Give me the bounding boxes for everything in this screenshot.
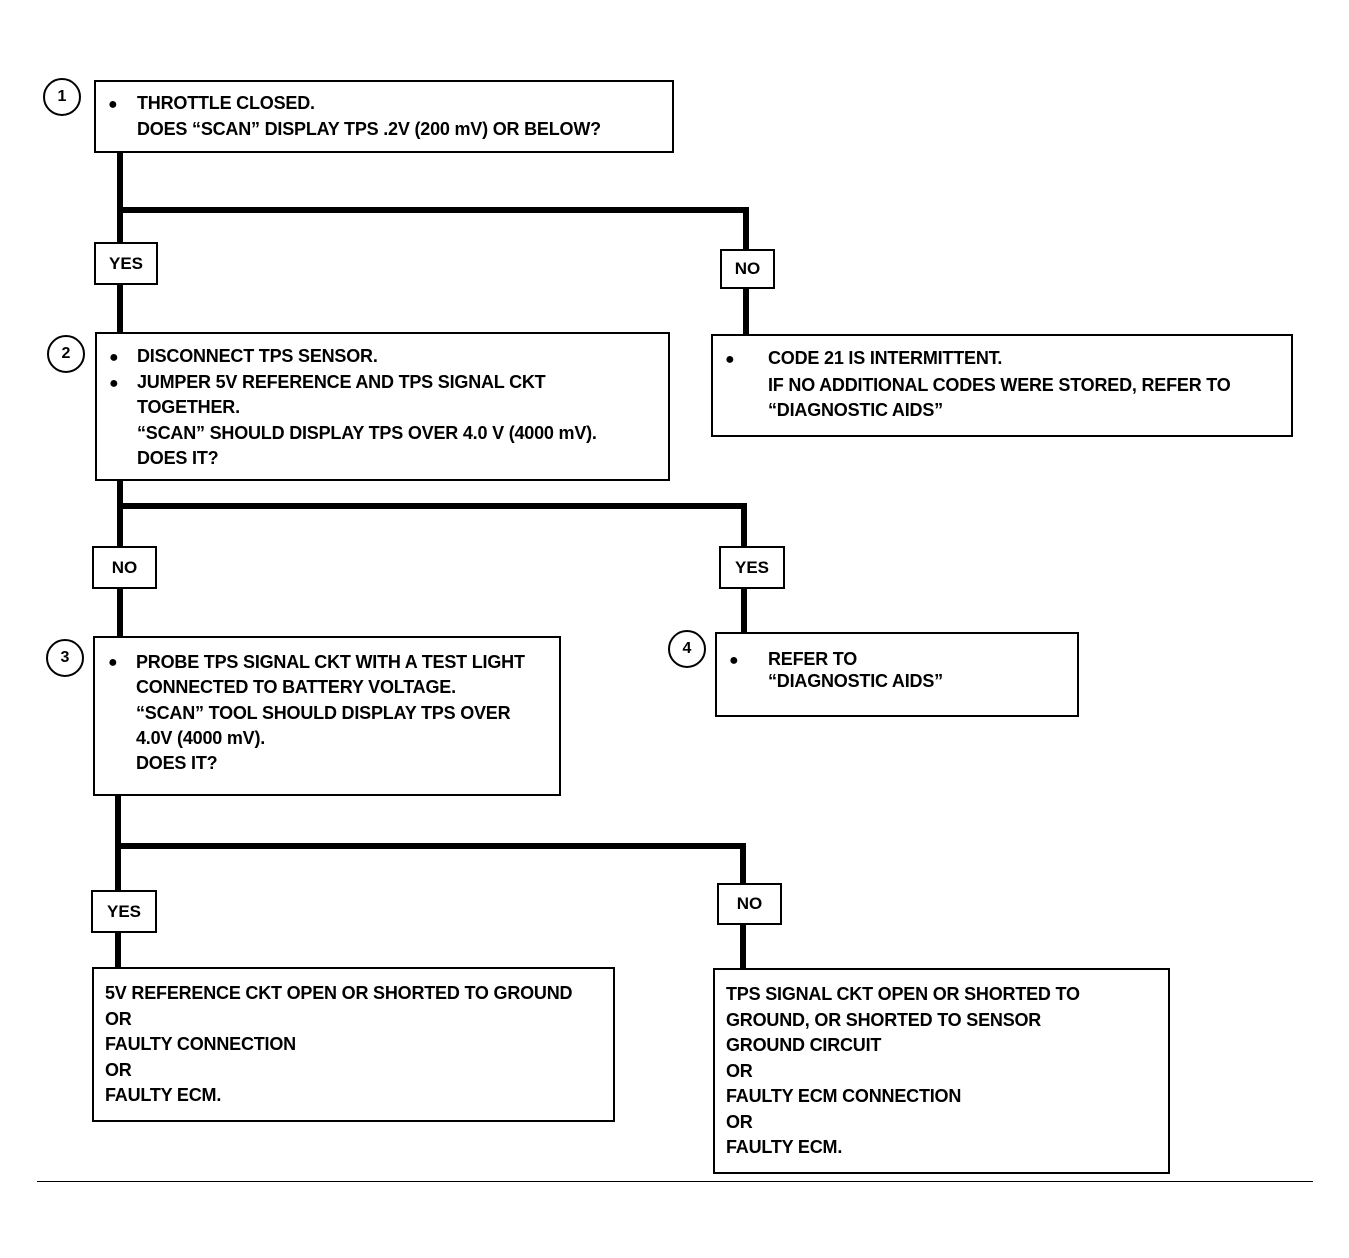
step-2-number: 2 [47,335,85,373]
outcome-line: GROUND, OR SHORTED TO SENSOR [726,1009,1042,1030]
bullet-icon: ● [109,375,119,392]
no-label: NO [720,249,775,289]
reference-fault-box: 5V REFERENCE CKT OPEN OR SHORTED TO GROU… [92,967,615,1122]
intermittent-box: ● CODE 21 IS INTERMITTENT. IF NO ADDITIO… [711,334,1293,437]
step-3-line: “SCAN” TOOL SHOULD DISPLAY TPS OVER [136,703,511,723]
step-4-line: “DIAGNOSTIC AIDS” [768,671,943,691]
step-3-line: PROBE TPS SIGNAL CKT WITH A TEST LIGHT [136,652,525,672]
outcome-line: FAULTY ECM. [726,1137,843,1157]
step-1-line: THROTTLE CLOSED. [137,93,315,113]
step-1-line: DOES “SCAN” DISPLAY TPS .2V (200 mV) OR … [137,119,601,139]
step-2-line: TOGETHER. [137,397,240,417]
outcome-line: FAULTY ECM CONNECTION [726,1086,962,1106]
step-3-box: ● PROBE TPS SIGNAL CKT WITH A TEST LIGHT… [93,636,561,796]
intermittent-line: CODE 21 IS INTERMITTENT. [768,348,1003,368]
step-4-box: ● REFER TO “DIAGNOSTIC AIDS” [715,632,1079,717]
step-3-line: 4.0V (4000 mV). [136,728,266,748]
outcome-line: TPS SIGNAL CKT OPEN OR SHORTED TO [726,984,1080,1004]
bullet-icon: ● [108,654,118,671]
step-2-box: ● ● DISCONNECT TPS SENSOR. JUMPER 5V REF… [95,332,670,481]
step-2-line: DOES IT? [137,448,219,468]
no-label: NO [92,546,157,589]
step-4-number: 4 [668,630,706,668]
outcome-line: FAULTY CONNECTION [105,1034,296,1054]
outcome-line: FAULTY ECM. [105,1085,222,1105]
outcome-line: OR [105,1059,132,1080]
step-1-number: 1 [43,78,81,116]
bullet-icon: ● [108,96,118,113]
signal-fault-box: TPS SIGNAL CKT OPEN OR SHORTED TO GROUND… [713,968,1170,1174]
intermittent-line: IF NO ADDITIONAL CODES WERE STORED, REFE… [768,375,1231,395]
step-3-number: 3 [46,639,84,677]
step-3-line: DOES IT? [136,753,218,773]
step-2-line: “SCAN” SHOULD DISPLAY TPS OVER 4.0 V (40… [137,423,597,443]
yes-label: YES [94,242,158,285]
bullet-icon: ● [729,652,739,669]
outcome-line: OR [105,1008,132,1029]
outcome-line: GROUND CIRCUIT [726,1035,882,1055]
intermittent-line: “DIAGNOSTIC AIDS” [768,400,943,420]
no-label: NO [717,883,782,925]
bullet-icon: ● [109,349,119,366]
bottom-divider [37,1181,1313,1182]
outcome-line: OR [726,1060,753,1081]
step-3-line: CONNECTED TO BATTERY VOLTAGE. [136,677,456,697]
yes-label: YES [719,546,785,589]
step-2-line: JUMPER 5V REFERENCE AND TPS SIGNAL CKT [137,372,546,392]
bullet-icon: ● [725,351,735,368]
outcome-line: 5V REFERENCE CKT OPEN OR SHORTED TO GROU… [105,983,573,1003]
step-4-line: REFER TO [768,649,858,669]
yes-label: YES [91,890,157,933]
outcome-line: OR [726,1111,753,1132]
step-1-box: ● THROTTLE CLOSED. DOES “SCAN” DISPLAY T… [94,80,674,153]
step-2-line: DISCONNECT TPS SENSOR. [137,346,378,366]
